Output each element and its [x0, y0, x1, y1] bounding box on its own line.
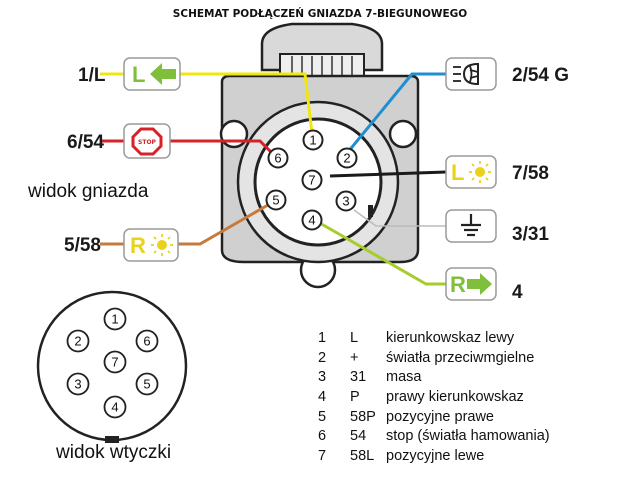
svg-text:3: 3: [342, 194, 349, 209]
socket-housing: [219, 22, 420, 289]
socket-pin-5: 5: [265, 189, 287, 211]
right-position-light-icon: R: [123, 228, 179, 262]
rear-fog-light-icon: [445, 57, 497, 91]
svg-text:1: 1: [111, 312, 118, 327]
mount-hole-left: [219, 119, 249, 149]
svg-text:1: 1: [309, 133, 316, 148]
svg-text:L: L: [132, 62, 145, 87]
svg-text:L: L: [451, 160, 464, 185]
socket-view-label: widok gniazda: [27, 181, 149, 202]
svg-text:6: 6: [143, 334, 150, 349]
turn-left-arrow-icon: L: [123, 57, 181, 91]
plug-pin-5: 5: [135, 372, 159, 396]
stop-sign-icon: STOP: [123, 123, 171, 159]
svg-text:R: R: [130, 233, 146, 258]
svg-text:5: 5: [272, 193, 279, 208]
svg-text:2: 2: [343, 151, 350, 166]
svg-text:6: 6: [274, 151, 281, 166]
svg-text:4: 4: [308, 213, 315, 228]
wire-white-pin3: [353, 209, 446, 227]
svg-text:5: 5: [143, 377, 150, 392]
plug-pin-1: 1: [103, 307, 127, 331]
socket-pin-7: 7: [301, 169, 323, 191]
plug-pin-2: 2: [66, 329, 90, 353]
plug-view: 1 2 3 4 5 6 7: [36, 290, 188, 443]
diagram-title: SCHEMAT PODŁĄCZEŃ GNIAZDA 7-BIEGUNOWEGO: [173, 7, 467, 20]
terminal-label-6-54: 6/54: [67, 132, 104, 153]
terminal-label-7-58: 7/58: [512, 163, 549, 184]
terminal-label-1L: 1/L: [78, 65, 106, 86]
wire-blue-pin2: [346, 72, 446, 153]
svg-text:7: 7: [308, 173, 315, 188]
socket-pin-6: 6: [267, 147, 289, 169]
terminal-label-5-58: 5/58: [64, 235, 101, 256]
svg-text:3: 3: [74, 377, 81, 392]
mount-hole-right: [388, 119, 418, 149]
svg-text:4: 4: [111, 400, 118, 415]
socket-pin-2: 2: [336, 147, 358, 169]
plug-pin-7: 7: [103, 350, 127, 374]
terminal-label-2-54G: 2/54 G: [512, 65, 569, 86]
terminal-label-3-31: 3/31: [512, 224, 549, 245]
wire-green-pin4: [317, 220, 446, 286]
plug-pin-6: 6: [135, 329, 159, 353]
svg-text:7: 7: [111, 355, 118, 370]
turn-right-arrow-icon: R: [445, 267, 497, 301]
terminal-label-4: 4: [512, 282, 523, 303]
svg-text:2: 2: [74, 334, 81, 349]
svg-text:R: R: [450, 272, 466, 297]
socket-pins: 1 2 3 4 5 6 7: [265, 129, 358, 231]
plug-pin-4: 4: [103, 395, 127, 419]
socket-pin-4: 4: [301, 209, 323, 231]
ground-icon: [445, 209, 497, 243]
plug-view-label: widok wtyczki: [55, 442, 171, 463]
left-position-light-icon: L: [445, 155, 497, 189]
socket-pin-3: 3: [335, 190, 357, 212]
plug-pin-3: 3: [66, 372, 90, 396]
socket-pin-1: 1: [302, 129, 324, 151]
svg-text:STOP: STOP: [138, 139, 157, 146]
wire-black-pin7: [329, 170, 447, 178]
